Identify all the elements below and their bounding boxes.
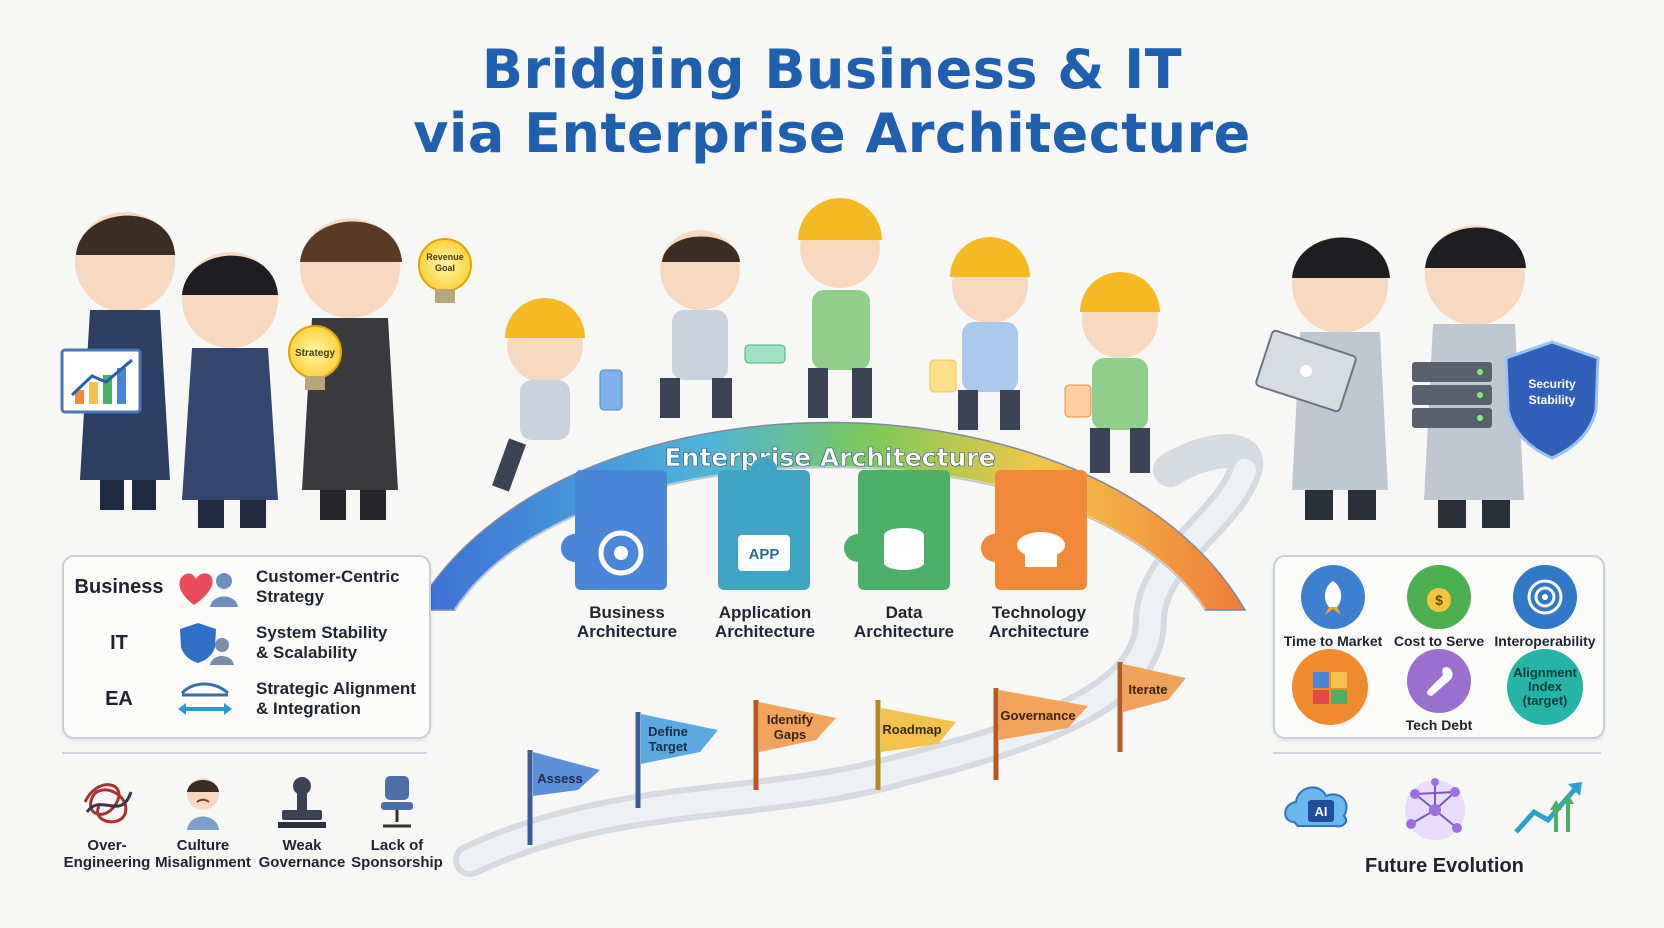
network-icon [1405, 778, 1465, 840]
role-row-ea: EA Strategic Alignment & Integration [64, 677, 416, 721]
roles-panel: Business Customer-Centric Strategy IT Sy… [62, 555, 431, 739]
page-title-line-2: via Enterprise Architecture [413, 102, 1251, 165]
flag-assess: Assess [527, 750, 600, 845]
svg-text:AI: AI [1315, 804, 1328, 819]
pillar-business [561, 470, 667, 590]
role-row-it: IT System Stability & Scalability [64, 621, 387, 665]
divider [62, 752, 427, 754]
role-label: IT [110, 631, 128, 654]
pillar-label-data: Data Architecture [853, 603, 955, 641]
svg-text:Iterate: Iterate [1128, 682, 1167, 697]
strategy-bulb-icon: Strategy [288, 325, 342, 390]
money-bag-icon: $ [1407, 565, 1471, 629]
laptop-icon [1255, 329, 1357, 413]
svg-text:APP: APP [749, 546, 780, 563]
stamp-icon [278, 777, 326, 828]
risk-label: Culture Misalignment [155, 837, 251, 871]
shield-person-icon [180, 623, 234, 665]
metric-label: Cost to Serve [1393, 633, 1485, 649]
metric-label: Tech Debt [1405, 717, 1473, 733]
risk-label: Lack of Sponsorship [351, 837, 443, 871]
page-title-line-1: Bridging Business & IT [481, 38, 1183, 101]
role-text: System Stability & Scalability [256, 623, 388, 662]
metric-label: Time to Market [1283, 633, 1383, 649]
flag-governance: Governance [993, 688, 1088, 780]
pillar-application: APP [718, 457, 810, 590]
metric-interoperability: Interoperability [1490, 565, 1600, 649]
risk-weak-governance: Weak Governance [252, 772, 352, 871]
app-window-icon [738, 535, 790, 571]
pillar-label-technology: Technology Architecture [988, 603, 1090, 641]
svg-text:Governance: Governance [1000, 708, 1075, 723]
metric-label: Interoperability [1494, 633, 1596, 649]
empty-chair-icon [381, 776, 413, 828]
metric-integration [1275, 649, 1385, 729]
pillar-data [844, 470, 950, 590]
role-label: EA [105, 687, 133, 710]
growth-arrows-icon [1514, 782, 1582, 834]
ai-cloud-icon: AI [1284, 786, 1348, 828]
svg-text:$: $ [1435, 592, 1443, 608]
chart-icon [60, 348, 142, 414]
puzzle-icon [1292, 649, 1368, 725]
role-text: Customer-Centric Strategy [256, 567, 400, 606]
pillar-label-application: Application Architecture [714, 603, 816, 641]
svg-text:Strategy: Strategy [295, 348, 335, 359]
metric-alignment-index: Alignment Index (target) [1490, 649, 1600, 729]
pillar-label-business: Business Architecture [576, 603, 678, 641]
server-icon [1412, 362, 1492, 428]
flag-iterate: Iterate [1117, 662, 1186, 752]
pillar-technology [981, 470, 1087, 590]
rocket-icon [1301, 565, 1365, 629]
future-evolution-label: Future Evolution [1365, 855, 1524, 877]
metric-time-to-market: Time to Market [1278, 565, 1388, 649]
role-row-business: Business Customer-Centric Strategy [64, 565, 400, 609]
gear-icon [598, 530, 644, 576]
risk-culture-misalignment: Culture Misalignment [153, 772, 253, 871]
metric-cost-to-serve: $ Cost to Serve [1384, 565, 1494, 649]
bridge-label: Enterprise Architecture [664, 443, 995, 472]
risk-label: Over- Engineering [63, 837, 151, 871]
role-label: Business [74, 575, 164, 598]
target-icon [1513, 565, 1577, 629]
metrics-panel: Time to Market $ Cost to Serve Interoper… [1273, 555, 1605, 739]
risk-label: Weak Governance [258, 837, 346, 871]
risk-lack-of-sponsorship: Lack of Sponsorship [347, 772, 447, 871]
divider [1273, 752, 1601, 754]
svg-text:Assess: Assess [537, 771, 583, 786]
svg-text:Roadmap: Roadmap [882, 722, 941, 737]
risk-over-engineering: Over- Engineering [57, 772, 157, 871]
bridge-arrows-icon [178, 682, 232, 715]
bridge-builders [491, 198, 1160, 492]
cloud-server-icon [1017, 532, 1065, 558]
wrench-icon [1407, 649, 1471, 713]
tangled-lines-icon [83, 783, 133, 824]
role-text: Strategic Alignment & Integration [256, 679, 416, 718]
flag-roadmap: Roadmap [875, 700, 956, 790]
alignment-index-text: Alignment Index (target) [1513, 665, 1577, 708]
metric-tech-debt: Tech Debt [1384, 649, 1494, 733]
alignment-index-icon: Alignment Index (target) [1507, 649, 1583, 725]
heart-person-icon [179, 573, 238, 607]
sad-person-icon [187, 778, 219, 830]
